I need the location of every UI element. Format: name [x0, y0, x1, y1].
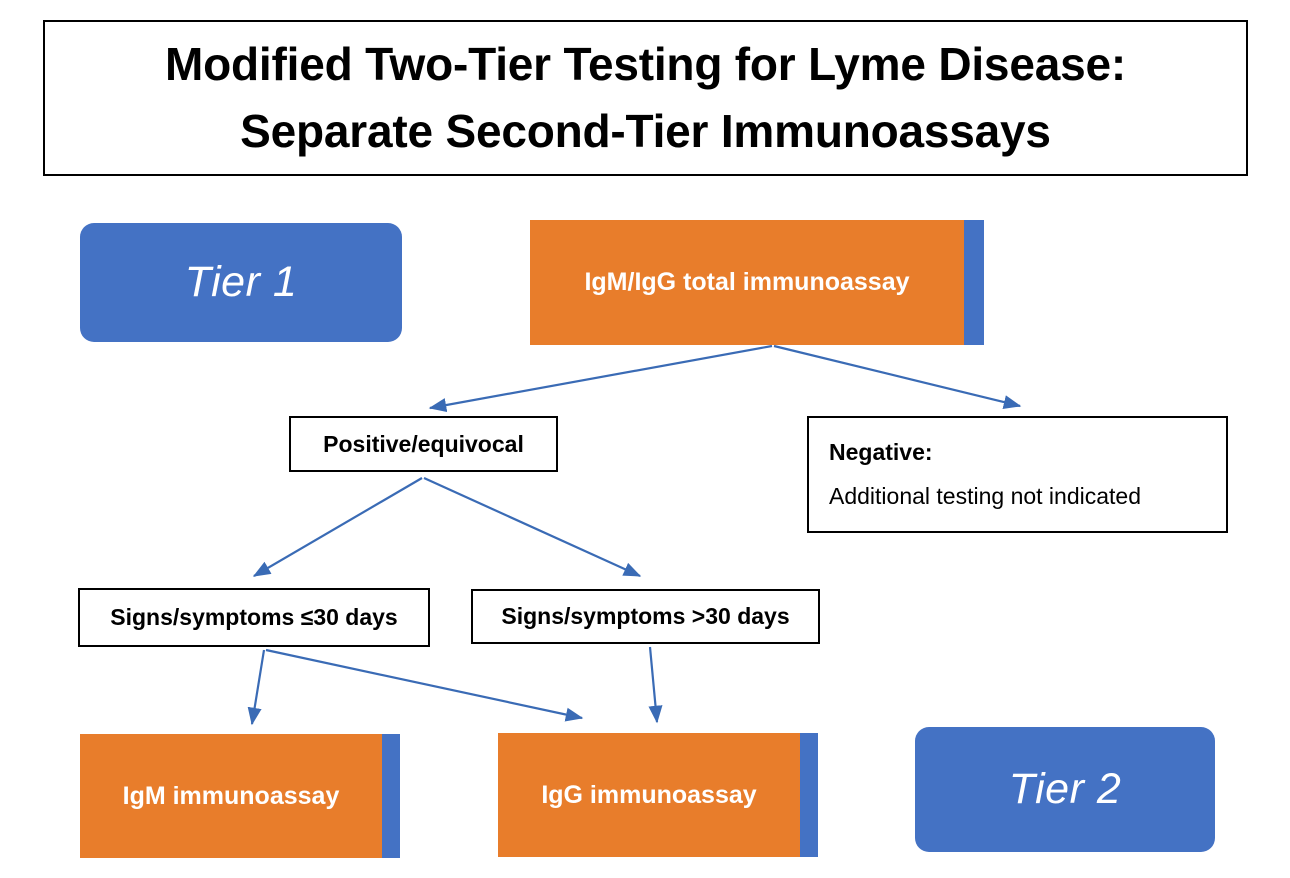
edge-total-to-positive	[428, 344, 773, 413]
node-signs-symptoms-le-30-days: Signs/symptoms ≤30 days	[78, 588, 430, 647]
edge-signs-le30-to-igm	[247, 649, 266, 726]
node-negative-body: Additional testing not indicated	[829, 483, 1141, 509]
tier-1-label: Tier 1	[184, 258, 298, 306]
diagram-title-box: Modified Two-Tier Testing for Lyme Disea…	[43, 20, 1248, 176]
node-signs-symptoms-le-30-days-label: Signs/symptoms ≤30 days	[110, 604, 398, 630]
node-igg-immunoassay-label: IgG immunoassay	[541, 780, 757, 809]
node-total-immunoassay-label: IgM/IgG total immunoassay	[584, 268, 910, 296]
node-total-immunoassay: IgM/IgG total immunoassay	[530, 220, 984, 345]
node-igg-immunoassay: IgG immunoassay	[498, 733, 818, 857]
node-igm-immunoassay-accent-bar	[382, 734, 400, 858]
edge-signs-le30-to-igg	[265, 648, 584, 722]
node-igm-immunoassay: IgM immunoassay	[80, 734, 400, 858]
node-total-immunoassay-fill: IgM/IgG total immunoassay	[530, 220, 964, 345]
tier-2-badge: Tier 2	[915, 727, 1215, 852]
edge-total-to-negative	[773, 344, 1022, 409]
node-signs-symptoms-gt-30-days: Signs/symptoms >30 days	[471, 589, 820, 644]
node-igm-immunoassay-fill: IgM immunoassay	[80, 734, 382, 858]
node-negative-heading: Negative:	[829, 439, 933, 465]
node-igm-immunoassay-label: IgM immunoassay	[122, 781, 340, 810]
title-line-1: Modified Two-Tier Testing for Lyme Disea…	[165, 38, 1126, 91]
node-signs-symptoms-gt-30-days-label: Signs/symptoms >30 days	[501, 603, 790, 629]
edge-signs-gt30-to-igg	[648, 646, 663, 724]
node-positive-equivocal-label: Positive/equivocal	[323, 430, 524, 457]
node-igg-immunoassay-accent-bar	[800, 733, 818, 857]
node-total-immunoassay-accent-bar	[964, 220, 984, 345]
node-igg-immunoassay-fill: IgG immunoassay	[498, 733, 800, 857]
edge-positive-to-signs-gt30	[423, 476, 642, 578]
edge-positive-to-signs-le30	[252, 477, 423, 577]
node-negative: Negative: Additional testing not indicat…	[807, 416, 1228, 533]
tier-1-badge: Tier 1	[80, 223, 402, 342]
node-positive-equivocal: Positive/equivocal	[289, 416, 558, 472]
diagram-title: Modified Two-Tier Testing for Lyme Disea…	[151, 31, 1140, 164]
title-line-2: Separate Second-Tier Immunoassays	[240, 105, 1051, 157]
tier-2-label: Tier 2	[1008, 765, 1122, 813]
